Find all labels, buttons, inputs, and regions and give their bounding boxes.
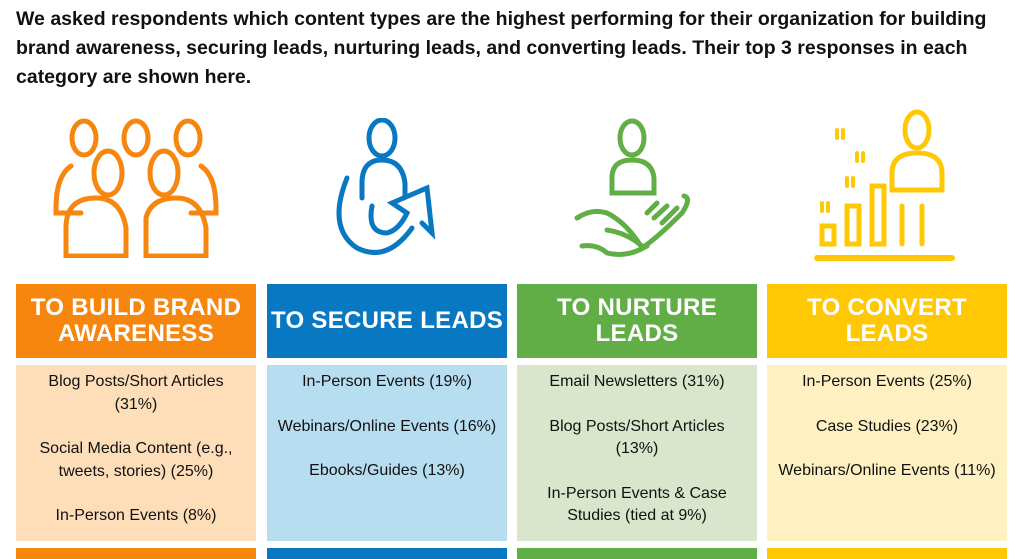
column-header: TO CONVERT LEADS <box>767 284 1007 358</box>
column-footer-strip <box>16 548 256 559</box>
list-item: Webinars/Online Events (16%) <box>277 417 497 435</box>
list-item: Ebooks/Guides (13%) <box>309 462 465 479</box>
list-item: In-Person Events (19%) <box>302 373 472 390</box>
column-body: Email Newsletters (31%) Blog Posts/Short… <box>517 365 757 541</box>
list-item: Social Media Content (e.g., tweets, stor… <box>39 440 233 480</box>
list-item: Blog Posts/Short Articles (13%) <box>549 417 725 458</box>
person-growth-chart-icon <box>767 105 1007 270</box>
column-footer-strip <box>267 548 507 559</box>
list-item: Case Studies (23%) <box>815 417 959 435</box>
column-body: Blog Posts/Short Articles (31%) Social M… <box>16 365 256 541</box>
list-item: Webinars/Online Events (11%) <box>778 462 996 479</box>
column-body: In-Person Events (19%) Webinars/Online E… <box>267 365 507 541</box>
person-arrow-icon <box>267 105 507 270</box>
list-item: In-Person Events (8%) <box>55 507 217 524</box>
list-item: Email Newsletters (31%) <box>549 373 725 390</box>
column-footer-strip <box>517 548 757 559</box>
list-item: In-Person Events & Case Studies (tied at… <box>547 484 727 525</box>
list-item: Blog Posts/Short Articles (31%) <box>48 373 224 413</box>
column-header: TO SECURE LEADS <box>267 284 507 358</box>
person-on-hand-icon <box>517 105 757 270</box>
list-item: In-Person Events (25%) <box>802 373 972 390</box>
column-header: TO BUILD BRAND AWARENESS <box>16 284 256 358</box>
intro-text: We asked respondents which content types… <box>16 8 987 88</box>
column-header: TO NURTURE LEADS <box>517 284 757 358</box>
column-body: In-Person Events (25%) Case Studies (23%… <box>767 365 1007 541</box>
group-of-people-icon <box>16 105 256 270</box>
column-footer-strip <box>767 548 1007 559</box>
